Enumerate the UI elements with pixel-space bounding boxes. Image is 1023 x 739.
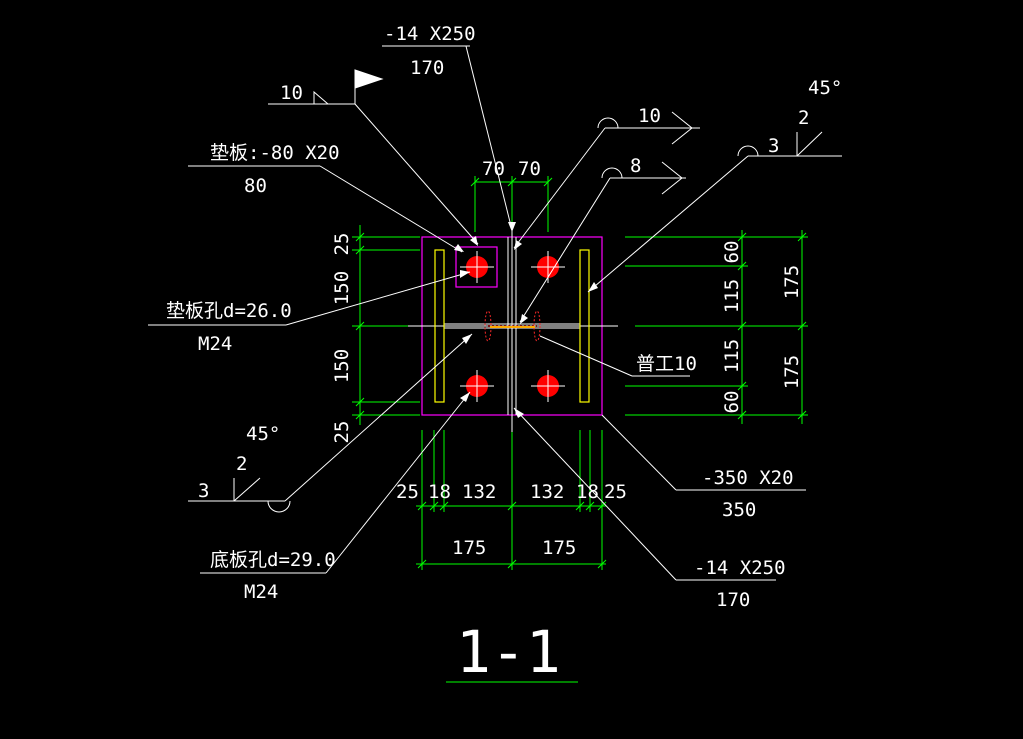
weld-size-top-left: 10 xyxy=(280,82,303,104)
section-title: 1-1 xyxy=(456,618,561,686)
dim-top-right: 70 xyxy=(518,158,541,180)
dim-bottom-3: 132 xyxy=(462,481,496,503)
washer-spec: 垫板:-80 X20 xyxy=(210,142,340,164)
stiffener-left xyxy=(434,249,445,403)
weld-size-middle-right: 8 xyxy=(630,155,641,177)
base-hole-spec: 底板孔d=29.0 xyxy=(210,549,336,571)
weld-right-depth: 2 xyxy=(798,107,809,129)
dim-left-upper: 150 xyxy=(331,271,353,305)
dim-bottom-total-right: 175 xyxy=(542,537,576,559)
washer-hole-spec: 垫板孔d=26.0 xyxy=(166,300,292,322)
bolt-crosshairs xyxy=(466,256,559,397)
weld-left-depth: 2 xyxy=(236,453,247,475)
dim-left-lower: 150 xyxy=(331,349,353,383)
weld-left-angle: 45° xyxy=(246,423,280,445)
dim-right-outer-top: 175 xyxy=(781,265,803,299)
weld-right-gap: 3 xyxy=(768,135,779,157)
dim-right-inner-bottom: 60 xyxy=(721,391,743,414)
washer-length: 80 xyxy=(244,175,267,197)
leader-lines xyxy=(148,45,842,581)
dim-top-left: 70 xyxy=(482,158,505,180)
dim-bottom-2: 18 xyxy=(428,481,451,503)
stiffener-right xyxy=(579,249,590,403)
dim-left-bottom-edge: 25 xyxy=(331,421,353,444)
bottom-plate-length: 170 xyxy=(716,589,750,611)
top-plate-spec: -14 X250 xyxy=(384,23,476,45)
washer-plate xyxy=(455,246,498,288)
leader-arrowheads xyxy=(454,222,598,418)
dim-right-inner-upper: 115 xyxy=(721,279,743,313)
beam-label: 普工10 xyxy=(636,353,697,375)
weld-left-gap: 3 xyxy=(198,480,209,502)
dim-bottom-total-left: 175 xyxy=(452,537,486,559)
callout-texts: -14 X250 170 10 垫板:-80 X20 80 垫板孔d=26.0 … xyxy=(166,23,842,611)
bottom-plate-spec: -14 X250 xyxy=(694,557,786,579)
dim-right-inner-top: 60 xyxy=(721,241,743,264)
dim-bottom-4: 132 xyxy=(530,481,564,503)
stiffener-plates xyxy=(434,249,590,403)
top-plate-length: 170 xyxy=(410,57,444,79)
dim-bottom-6: 25 xyxy=(604,481,627,503)
base-hole-bolt: M24 xyxy=(244,581,278,603)
weld-size-top-right: 10 xyxy=(638,105,661,127)
dim-bottom-5: 18 xyxy=(576,481,599,503)
washer-hole-bolt: M24 xyxy=(198,333,232,355)
dimension-lines xyxy=(352,176,808,683)
base-plate-spec: -350 X20 xyxy=(702,467,794,489)
dim-right-inner-lower: 115 xyxy=(721,339,743,373)
dimension-texts: 70 70 25 150 150 25 60 115 115 60 175 17… xyxy=(331,158,803,559)
dim-right-outer-bottom: 175 xyxy=(781,355,803,389)
dim-bottom-1: 25 xyxy=(396,481,419,503)
weld-right-angle: 45° xyxy=(808,77,842,99)
base-plate-length: 350 xyxy=(722,499,756,521)
dim-left-top-edge: 25 xyxy=(331,233,353,256)
